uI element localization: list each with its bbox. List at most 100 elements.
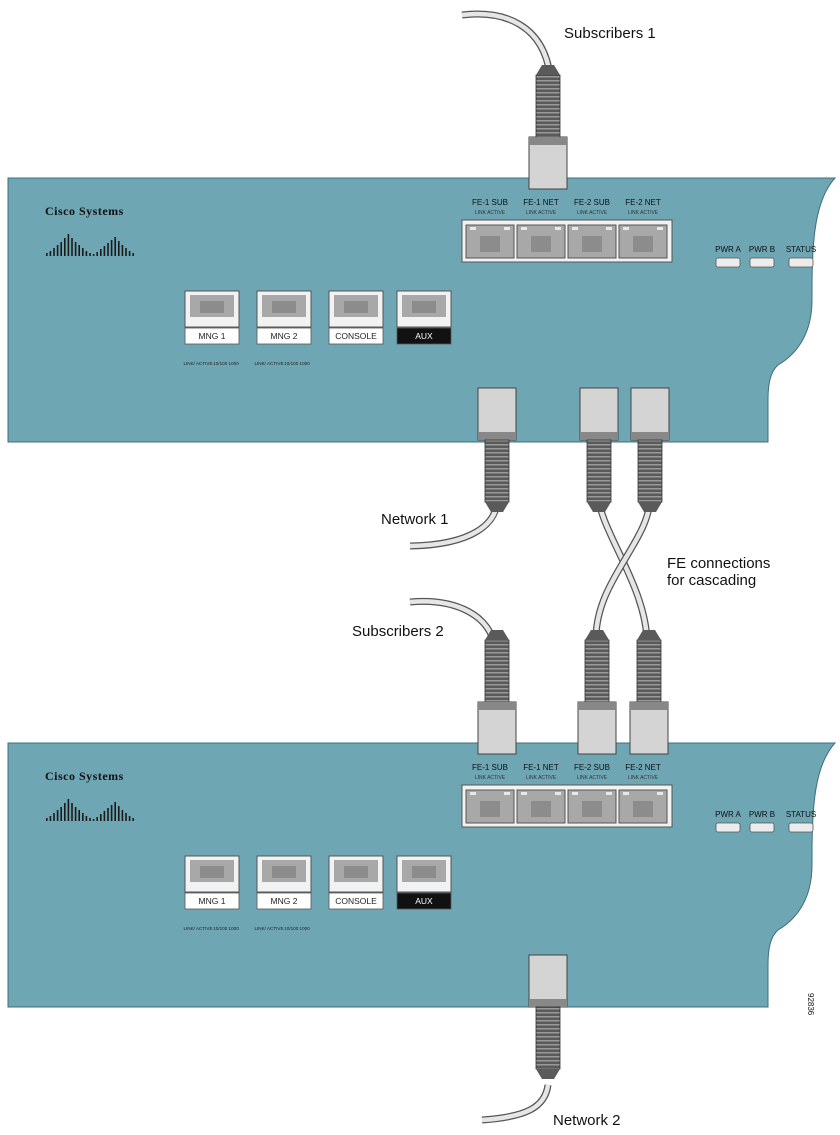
fe-port-socket [480, 801, 500, 817]
subscribers2-connector [477, 630, 517, 755]
fe-cascade-connector-b [630, 387, 670, 512]
fe-port-led [521, 227, 527, 230]
network2-label: Network 2 [553, 1112, 621, 1129]
mgmt-led-label: 10/100 1000 [213, 926, 239, 931]
fe-port-label: FE-1 SUB [472, 763, 508, 772]
connector-boot [636, 639, 662, 703]
fe-port-led [470, 227, 476, 230]
fe-port-led [521, 792, 527, 795]
connector-tail [587, 502, 611, 512]
logo-bar [92, 254, 95, 256]
connector-boot [586, 439, 612, 503]
logo-bar [89, 253, 91, 256]
fe-port-led-label: LINK ACTIVE [526, 775, 557, 781]
connectors [477, 65, 670, 1079]
logo-bar [56, 245, 59, 256]
network1-connector [477, 387, 517, 512]
logo-bar [71, 238, 73, 256]
logo-bar [121, 810, 124, 821]
fe-cascading-label: for cascading [667, 572, 756, 589]
logo-bar [85, 816, 88, 821]
fe-port-led-label: LINK ACTIVE [628, 210, 659, 216]
connector-tail [536, 65, 560, 75]
network1-label: Network 1 [381, 511, 449, 528]
logo-bar [46, 253, 48, 256]
logo-bar [121, 245, 124, 256]
mgmt-led-label: LINK/ ACTIVE [183, 926, 212, 931]
cisco-bridge-logo [46, 799, 134, 821]
mgmt-port-socket [272, 301, 296, 313]
connector-tail [536, 1069, 560, 1079]
fe-port-led-label: LINK ACTIVE [577, 210, 608, 216]
logo-bar [67, 799, 70, 821]
mgmt-led-label: 10/100 1000 [213, 361, 239, 366]
fe-port-led [623, 792, 629, 795]
logo-bar [100, 814, 102, 821]
connector-collar [631, 432, 669, 440]
fe-port-led-label: LINK ACTIVE [475, 210, 506, 216]
connector-plug [577, 701, 617, 755]
logo-bar [82, 248, 84, 256]
fe-cascade-connector-c [577, 630, 617, 755]
logo-bar [118, 806, 120, 821]
mgmt-port-socket [344, 866, 368, 878]
connector-collar [529, 137, 567, 145]
logo-bar [107, 243, 109, 256]
network2-connector [528, 954, 568, 1079]
logo-bar [96, 817, 98, 821]
fe-port-socket [633, 236, 653, 252]
logo-bar [114, 802, 116, 821]
logo-bar [49, 251, 52, 256]
mgmt-port-socket [200, 301, 224, 313]
mgmt-port-socket [412, 866, 436, 878]
connector-tail [485, 502, 509, 512]
subscribers1-cable [461, 10, 554, 76]
fe-port-label: FE-1 NET [523, 198, 559, 207]
cisco-bridge-logo [46, 234, 134, 256]
figure-id: 92836 [806, 993, 815, 1016]
logo-bar [64, 803, 66, 821]
mgmt-led-label: LINK/ ACTIVE [254, 926, 283, 931]
mgmt-port-label: AUX [415, 896, 433, 906]
logo-bar [85, 251, 88, 256]
logo-bar [82, 813, 84, 821]
connector-boot [584, 639, 610, 703]
logo-bar [125, 248, 127, 256]
mgmt-port-label: MNG 2 [271, 896, 298, 906]
fe-port-led [555, 792, 561, 795]
mgmt-port-label: CONSOLE [335, 896, 377, 906]
fe-cascade-connector-d [629, 630, 669, 755]
fe-port-led-label: LINK ACTIVE [526, 210, 557, 216]
logo-bar [96, 252, 98, 256]
fe-port-led-label: LINK ACTIVE [628, 775, 659, 781]
fe-port-label: FE-2 SUB [574, 198, 610, 207]
mgmt-port-label-box [184, 327, 240, 345]
mgmt-port-label: CONSOLE [335, 331, 377, 341]
mgmt-port-label-box [328, 892, 384, 910]
logo-bar [103, 811, 106, 821]
fe-port-label: FE-2 NET [625, 763, 661, 772]
mgmt-led-label: 10/100 1000 [284, 361, 310, 366]
connector-collar [478, 432, 516, 440]
mgmt-port-label: MNG 1 [199, 331, 226, 341]
logo-bar [128, 251, 131, 256]
callouts: Subscribers 1 Network 1 FE connections f… [352, 25, 770, 1129]
connector-tail [585, 630, 609, 640]
logo-bar [110, 805, 113, 821]
fe-port-led [555, 227, 561, 230]
mgmt-port-socket [272, 866, 296, 878]
status-led-label: PWR A [715, 810, 741, 819]
connector-plug [579, 387, 619, 441]
fe-port-label: FE-1 SUB [472, 198, 508, 207]
logo-bar [78, 810, 80, 821]
subscribers1-connector [528, 65, 568, 190]
connector-collar [580, 432, 618, 440]
mgmt-port-socket [344, 301, 368, 313]
status-led [749, 257, 775, 268]
connector-plug [629, 701, 669, 755]
fe-port-socket [633, 801, 653, 817]
logo-bar [128, 816, 131, 821]
fe-port [516, 789, 566, 824]
connector-collar [529, 999, 567, 1007]
